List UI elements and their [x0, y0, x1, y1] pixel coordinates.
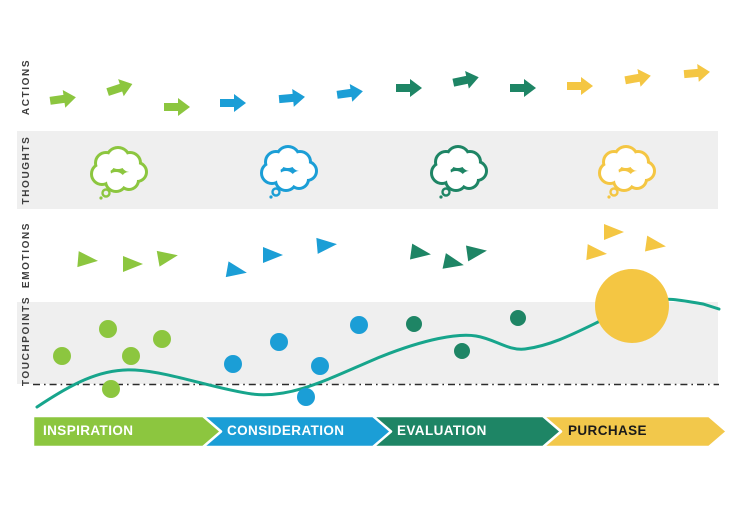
- emotion-triangle-icon: [156, 250, 178, 267]
- emotion-triangle-icon: [465, 245, 487, 262]
- phase-label-consideration: CONSIDERATION: [227, 423, 345, 438]
- action-arrow-icon: [510, 79, 536, 97]
- phase-label-evaluation: EVALUATION: [397, 423, 487, 438]
- emotion-triangle-icon: [604, 224, 624, 240]
- touchpoint-dot: [102, 380, 120, 398]
- action-arrow-icon: [567, 77, 593, 95]
- emotion-triangle-icon: [77, 251, 98, 268]
- action-arrow-icon: [452, 70, 479, 89]
- action-arrow-icon: [164, 98, 190, 116]
- emotion-triangle-icon: [316, 237, 337, 254]
- action-arrow-icon: [278, 88, 305, 107]
- touchpoint-dot: [224, 355, 242, 373]
- emotion-triangle-icon: [442, 253, 464, 269]
- emotion-triangle-icon: [263, 247, 283, 263]
- touchpoint-dot: [406, 316, 422, 332]
- touchpoint-dot: [270, 333, 288, 351]
- thought-cloud-icon: [90, 146, 148, 200]
- action-arrow-icon: [683, 63, 710, 82]
- touchpoint-dot: [350, 316, 368, 334]
- action-arrow-icon: [336, 83, 363, 102]
- emotion-triangle-icon: [586, 244, 607, 261]
- action-arrow-icon: [106, 79, 133, 97]
- emotion-triangle-icon: [225, 261, 247, 278]
- touchpoint-dot: [454, 343, 470, 359]
- thought-cloud-icon: [260, 145, 318, 199]
- touchpoint-dot: [122, 347, 140, 365]
- touchpoint-dot: [297, 388, 315, 406]
- action-arrow-icon: [49, 89, 76, 108]
- purchase-highlight-circle: [595, 269, 669, 343]
- thought-cloud-icon: [430, 145, 488, 199]
- action-arrow-icon: [624, 68, 651, 87]
- touchpoint-dot: [311, 357, 329, 375]
- touchpoint-dot: [153, 330, 171, 348]
- phase-arrow-inspiration: [31, 414, 223, 449]
- touchpoint-dot: [53, 347, 71, 365]
- phase-label-inspiration: INSPIRATION: [43, 423, 134, 438]
- emotion-triangle-icon: [644, 235, 666, 252]
- row-label-touchpoints: TOUCHPOINTS: [21, 295, 32, 387]
- emotion-triangle-icon: [409, 243, 431, 260]
- emotion-triangle-icon: [123, 256, 143, 272]
- phase-label-purchase: PURCHASE: [568, 423, 647, 438]
- action-arrow-icon: [220, 94, 246, 112]
- action-arrow-icon: [396, 79, 422, 97]
- thought-cloud-icon: [598, 145, 656, 199]
- touchpoint-dot: [99, 320, 117, 338]
- touchpoint-dot: [510, 310, 526, 326]
